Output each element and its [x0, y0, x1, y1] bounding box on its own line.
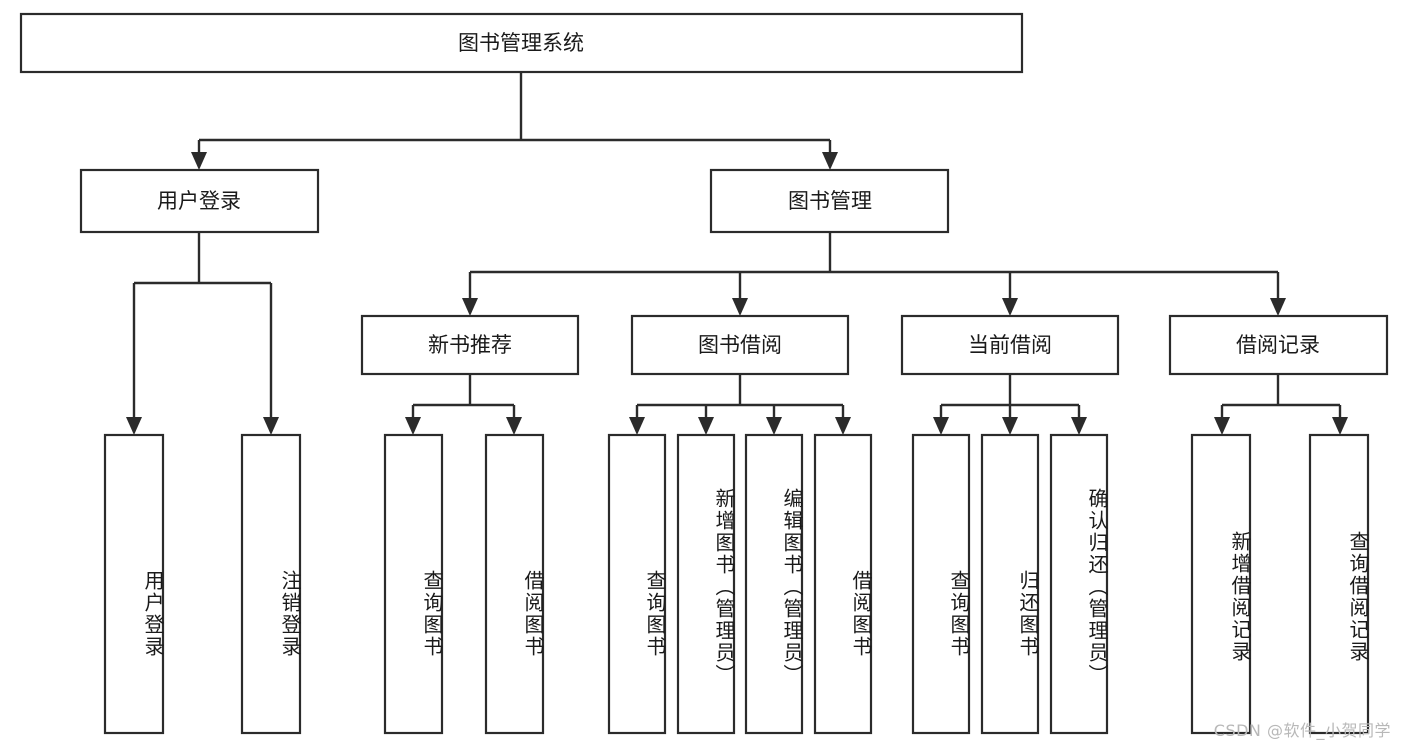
arrow-head-leaf-user-login — [126, 417, 142, 435]
arrow-head-leaf-edit-book-admin — [766, 417, 782, 435]
node-book-borrow-box[interactable] — [630, 314, 850, 376]
node-new-book-rec-label: 新书推荐 — [428, 333, 512, 357]
node-book-mgmt[interactable]: 图书管理 — [709, 168, 950, 234]
leaf-box-return-book[interactable] — [980, 433, 1040, 735]
leaf-box-edit-book-admin[interactable] — [744, 433, 804, 735]
leaf-box-add-borrow-record[interactable] — [1190, 433, 1252, 735]
arrow-head-leaf-logout-login — [263, 417, 279, 435]
node-root-box[interactable] — [19, 12, 1024, 74]
node-current-borrow-label: 当前借阅 — [968, 333, 1052, 357]
node-current-borrow-box[interactable] — [900, 314, 1120, 376]
arrow-head-current-borrow — [1002, 298, 1018, 316]
arrow-head-user-login — [191, 152, 207, 170]
leaf-box-borrow-book-rec[interactable] — [484, 433, 545, 735]
leaf-box-confirm-return-admin[interactable] — [1049, 433, 1109, 735]
node-user-login-box[interactable] — [79, 168, 320, 234]
node-borrow-record-box[interactable] — [1168, 314, 1389, 376]
node-new-book-rec[interactable]: 新书推荐 — [360, 314, 580, 376]
leaf-box-query-book-borrow[interactable] — [607, 433, 667, 735]
arrow-head-leaf-return-book — [1002, 417, 1018, 435]
node-root-label: 图书管理系统 — [458, 31, 584, 55]
arrow-head-borrow-record — [1270, 298, 1286, 316]
node-new-book-rec-box[interactable] — [360, 314, 580, 376]
arrow-head-leaf-query-book-rec — [405, 417, 421, 435]
node-book-mgmt-label: 图书管理 — [788, 189, 872, 213]
node-user-login-label: 用户登录 — [157, 189, 241, 213]
node-book-borrow[interactable]: 图书借阅 — [630, 314, 850, 376]
leaf-box-query-book-current[interactable] — [911, 433, 971, 735]
connectors-layer — [126, 72, 1348, 435]
arrow-head-book-mgmt — [822, 152, 838, 170]
leaf-box-query-borrow-record[interactable] — [1308, 433, 1370, 735]
node-borrow-record[interactable]: 借阅记录 — [1168, 314, 1389, 376]
arrow-head-leaf-query-borrow-record — [1332, 417, 1348, 435]
csdn-watermark: CSDN @软件_小贺同学 — [1213, 721, 1391, 740]
leaf-box-borrow-book[interactable] — [813, 433, 873, 735]
arrow-head-leaf-query-book-current — [933, 417, 949, 435]
leaf-boxes-layer — [103, 433, 1370, 735]
arrow-head-book-borrow — [732, 298, 748, 316]
node-current-borrow[interactable]: 当前借阅 — [900, 314, 1120, 376]
leaf-box-logout-login[interactable] — [240, 433, 302, 735]
node-book-borrow-label: 图书借阅 — [698, 333, 782, 357]
leaf-box-add-book-admin[interactable] — [676, 433, 736, 735]
arrow-head-leaf-confirm-return-admin — [1071, 417, 1087, 435]
arrow-head-leaf-add-borrow-record — [1214, 417, 1230, 435]
arrow-head-leaf-borrow-book — [835, 417, 851, 435]
leaf-box-user-login[interactable] — [103, 433, 165, 735]
arrow-head-leaf-query-book-borrow — [629, 417, 645, 435]
node-user-login[interactable]: 用户登录 — [79, 168, 320, 234]
leaf-box-query-book-rec[interactable] — [383, 433, 444, 735]
arrow-head-leaf-add-book-admin — [698, 417, 714, 435]
node-book-mgmt-box[interactable] — [709, 168, 950, 234]
node-borrow-record-label: 借阅记录 — [1236, 333, 1320, 357]
arrow-head-leaf-borrow-book-rec — [506, 417, 522, 435]
arrow-head-new-book-rec — [462, 298, 478, 316]
node-root[interactable]: 图书管理系统 — [19, 12, 1024, 74]
